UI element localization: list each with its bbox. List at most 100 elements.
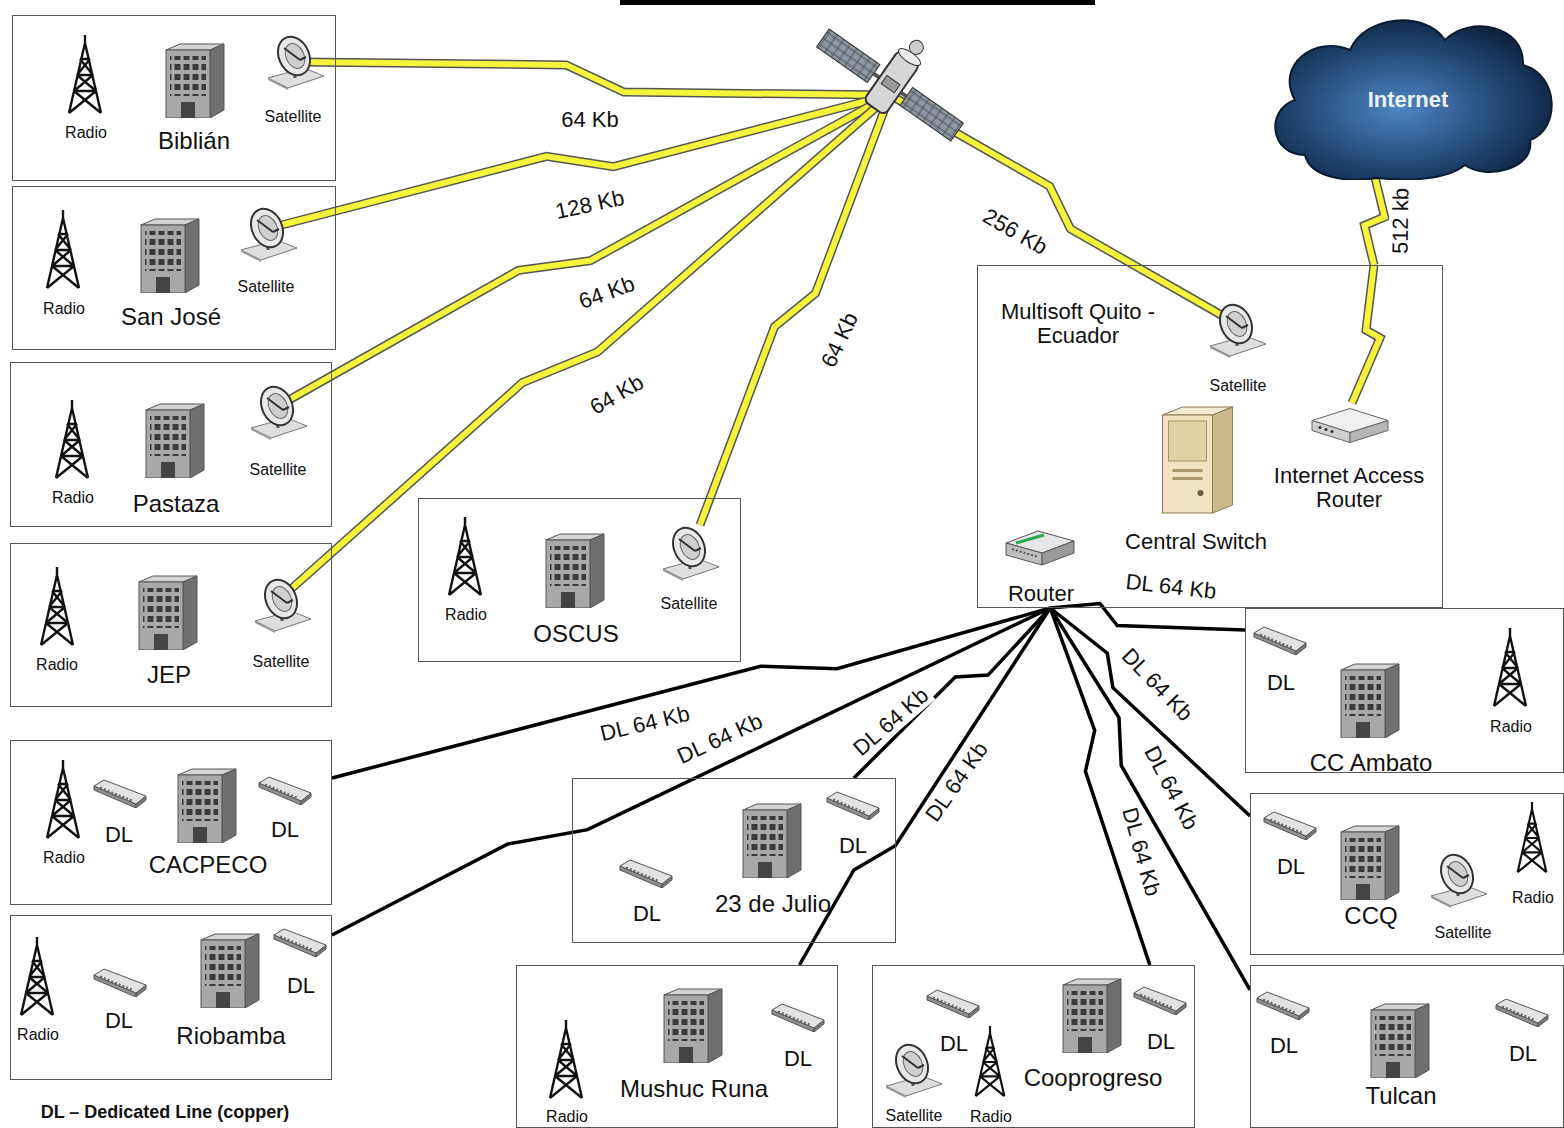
dl-symbol: [259, 777, 311, 805]
site-name: Mushuc Runa: [620, 1076, 768, 1102]
router-symbol: [1006, 531, 1074, 565]
site-name: Cooprogreso: [1024, 1065, 1163, 1091]
bldg-symbol: [201, 934, 259, 1008]
bldg-symbol: [546, 534, 604, 608]
site-name: OSCUS: [533, 621, 618, 647]
icon-label: Central Switch: [1125, 530, 1267, 554]
tower-symbol: [1494, 628, 1526, 706]
line-label: DL: [1270, 1034, 1298, 1058]
site-box: RadioMushuc RunaDL: [516, 965, 838, 1128]
link-line: [332, 608, 1050, 778]
link-line: [1050, 608, 1250, 816]
site-box: DL CCQ Satellite Radio: [1250, 793, 1564, 955]
line-label: DL: [287, 974, 315, 998]
tower-symbol: [47, 760, 79, 838]
site-name: San José: [121, 304, 221, 330]
satellite-link: [290, 95, 890, 590]
site-name: CACPECO: [149, 852, 268, 878]
dish-symbol: [255, 575, 311, 633]
icon-label: Radio: [43, 849, 85, 867]
rate-label: 64 Kb: [816, 306, 865, 374]
dl-symbol: [94, 780, 146, 808]
site-name: JEP: [147, 662, 191, 688]
site-box: RadioBibliánSatellite: [12, 15, 336, 181]
dish-symbol: [663, 523, 719, 581]
satellite-link: [700, 95, 890, 525]
line-label: DL: [271, 818, 299, 842]
tower-symbol: [21, 937, 53, 1015]
site-box: Multisoft Quito - EcuadorSatelliteIntern…: [977, 265, 1443, 608]
dl-symbol: [827, 792, 879, 820]
link-line: [1365, 177, 1385, 265]
site-box: Radio Pastaza Satellite: [10, 362, 332, 527]
icon-label: Radio: [52, 489, 94, 507]
site-name: Tulcan: [1365, 1083, 1436, 1109]
edge-label: DL 64 Kb: [1138, 739, 1204, 836]
icon-label: Satellite: [1210, 377, 1267, 395]
icon-label: Satellite: [1435, 924, 1492, 942]
site-name: Riobamba: [176, 1023, 285, 1049]
site-name: CCQ: [1344, 903, 1397, 929]
tower-symbol: [69, 35, 101, 113]
icon-label: Radio: [1490, 718, 1532, 736]
dl-symbol: [1496, 999, 1548, 1027]
edge-label: DL 64 Kb: [1116, 802, 1165, 902]
site-name: 23 de Julio: [715, 891, 831, 917]
dl-symbol: [772, 1004, 824, 1032]
icon-label: Radio: [65, 124, 107, 142]
icon-label: Satellite: [250, 461, 307, 479]
internet-wire: [1352, 265, 1380, 403]
edge-label: DL 64 Kb: [1121, 570, 1220, 605]
satellite-link: [300, 62, 890, 95]
icon-label: Radio: [17, 1026, 59, 1044]
tower-symbol: [449, 517, 481, 595]
icon-label: Radio: [36, 656, 78, 674]
bldg-symbol: [743, 804, 801, 878]
site-name: CC Ambato: [1310, 750, 1433, 776]
line-label: DL: [784, 1047, 812, 1071]
line-label: DL: [1509, 1042, 1537, 1066]
satellite-link: [290, 95, 890, 590]
irouter-symbol: [1312, 409, 1388, 443]
site-name: Pastaza: [133, 491, 220, 517]
icon-label: Internet Access Router: [1259, 464, 1439, 512]
line-label: DL: [1267, 671, 1295, 695]
bldg-symbol: [139, 576, 197, 650]
dl-symbol: [94, 969, 146, 997]
link-line: [799, 608, 1050, 965]
title-bar: [620, 0, 1095, 5]
icon-label: Radio: [445, 606, 487, 624]
edge-label: DL 64 Kb: [847, 681, 936, 763]
tower-symbol: [550, 1020, 582, 1098]
tower-symbol: [41, 567, 73, 645]
dl-symbol: [1134, 987, 1186, 1015]
internet-wire: [1352, 265, 1380, 403]
bldg-symbol: [141, 219, 199, 293]
dish-symbol: [1431, 850, 1487, 908]
site-box: Radio DL Riobamba DL: [10, 915, 332, 1080]
site-box: RadioJEPSatellite: [10, 543, 332, 707]
line-label: DL: [1277, 855, 1305, 879]
dish-symbol: [886, 1040, 942, 1098]
link-line: [854, 608, 1050, 778]
dl-symbol: [1254, 627, 1306, 655]
icon-label: Radio: [970, 1108, 1012, 1126]
dish-symbol: [268, 32, 324, 90]
dl-symbol: [274, 929, 326, 957]
cloud-outline: [1275, 20, 1551, 179]
bldg-symbol: [166, 44, 224, 118]
edge-label: DL 64 Kb: [919, 736, 995, 829]
edge-label: DL 64 Kb: [595, 701, 695, 747]
site-box: DL23 de JulioDL: [572, 778, 896, 943]
rate-label: 64 Kb: [558, 108, 622, 132]
bldg-symbol: [146, 404, 204, 478]
icon-label: Satellite: [886, 1107, 943, 1125]
satellite-link: [270, 95, 890, 228]
rate-label: 64 Kb: [583, 369, 650, 422]
line-label: DL: [105, 1009, 133, 1033]
edge-label: DL 64 Kb: [1115, 642, 1200, 729]
icon-label: Radio: [1512, 889, 1554, 907]
dl-symbol: [620, 860, 672, 888]
satellite-link: [700, 95, 890, 525]
